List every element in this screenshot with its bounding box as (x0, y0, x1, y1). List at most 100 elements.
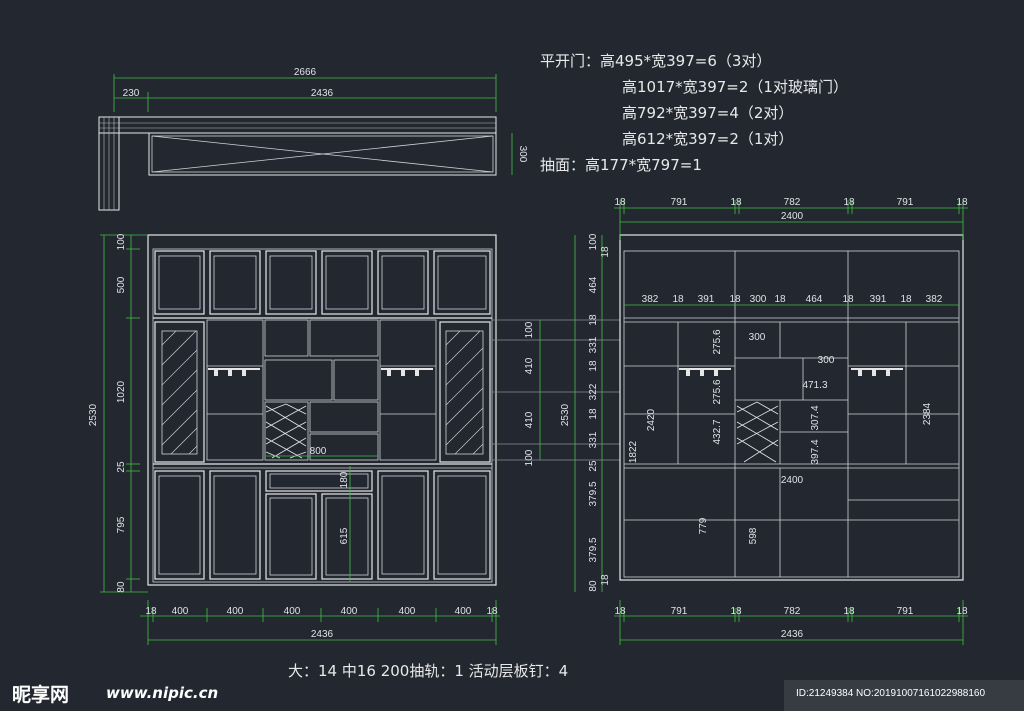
front-h-dim-5: 400 (399, 606, 416, 617)
drawer-dim: 180 (339, 471, 350, 488)
sec-label-5: 432.7 (712, 419, 723, 444)
front-v-dim-1: 500 (116, 276, 127, 293)
front-v-dim-4: 795 (116, 516, 127, 533)
row-width-2: 391 (698, 294, 715, 305)
row-width-9: 18 (900, 294, 912, 305)
width-800-dim: 800 (310, 446, 327, 457)
bottom-doors (154, 470, 491, 580)
sec-bottom-dim-4: 18 (843, 606, 855, 617)
sec-label-11: 2384 (922, 402, 933, 425)
inner-dim-1: 410 (524, 357, 535, 374)
sec-top-dim-0: 18 (614, 197, 626, 208)
front-v-dim-2: 1020 (116, 380, 127, 403)
row-width-4: 300 (750, 294, 767, 305)
wine-rack (265, 403, 307, 459)
front-v-dim-5: 80 (116, 581, 127, 593)
sec-v-dim-0: 100 (588, 233, 599, 250)
row-width-0: 382 (642, 294, 659, 305)
sec-bottom-total-dim: 2436 (781, 629, 804, 640)
inner-dim-2: 410 (524, 411, 535, 428)
sec-v-dim-9: 25 (588, 460, 599, 472)
top-left-dim: 230 (123, 88, 140, 99)
sec-bottom-dim-3: 782 (784, 606, 801, 617)
door-low-dim: 615 (339, 527, 350, 544)
front-h-dim-6: 400 (455, 606, 472, 617)
note-line-5: 抽面：高177*宽797=1 (540, 156, 702, 174)
row-width-7: 18 (842, 294, 854, 305)
sec-top-dim-5: 791 (897, 197, 914, 208)
sec-label-4: 275.6 (712, 379, 723, 404)
front-v-dim-0: 100 (116, 233, 127, 250)
sec-v-dim-5: 18 (588, 360, 599, 372)
front-h-dim-2: 400 (227, 606, 244, 617)
inner-dim-3: 100 (524, 449, 535, 466)
sec-label-1: 300 (818, 355, 835, 366)
inner-dim-0: 100 (524, 321, 535, 338)
sec-bottom-dim-6: 18 (956, 606, 968, 617)
front-elevation: 800 180 615 2530 100 500 1020 25 795 80 … (88, 233, 620, 645)
sec-bottom-dim-1: 791 (671, 606, 688, 617)
top-depth-dim: 300 (517, 146, 528, 163)
sec-v-dim-11: 379.5 (588, 537, 599, 562)
row-width-10: 382 (926, 294, 943, 305)
note-line-4: 高612*宽397=2（1对） (622, 130, 794, 148)
sec-v-dim-10: 379.5 (588, 481, 599, 506)
front-h-dim-0: 18 (145, 606, 157, 617)
section-wine-rack (736, 401, 779, 463)
watermark-logo: 昵享网 (12, 684, 70, 706)
sec-height-total-dim: 2530 (560, 403, 571, 426)
sec-v-dim-4: 331 (588, 336, 599, 353)
sec-top-dim-1: 791 (671, 197, 688, 208)
front-h-dim-4: 400 (341, 606, 358, 617)
sec-label-13: 598 (748, 527, 759, 544)
top-doors (154, 250, 491, 315)
front-width-total-dim: 2436 (311, 629, 334, 640)
sec-label-0: 300 (749, 332, 766, 343)
sec-v-dim-3: 18 (588, 314, 599, 326)
sec-v-dim-13: 18 (600, 574, 611, 586)
top-main-dim: 2436 (311, 88, 334, 99)
section-elevation: 18 791 18 782 18 791 18 2400 382 18 391 … (560, 197, 968, 645)
sec-top-dim-3: 782 (784, 197, 801, 208)
row-width-3: 18 (729, 294, 741, 305)
sec-label-8: 2400 (781, 475, 804, 486)
row-width-1: 18 (672, 294, 684, 305)
sec-v-dim-6: 322 (588, 383, 599, 400)
sec-v-dim-12: 80 (588, 580, 599, 592)
sec-v-dim-1: 18 (600, 246, 611, 258)
sec-top-total-dim: 2400 (781, 211, 804, 222)
sec-v-dim-2: 464 (588, 276, 599, 293)
row-width-6: 464 (806, 294, 823, 305)
sec-top-dim-6: 18 (956, 197, 968, 208)
sec-bottom-dim-0: 18 (614, 606, 626, 617)
spec-notes: 平开门：高495*宽397=6（3对） 高1017*宽397=2（1对玻璃门） … (540, 48, 848, 178)
sec-top-dim-4: 18 (843, 197, 855, 208)
watermark-url: www.nipic.cn (106, 684, 219, 702)
image-id: ID:21249384 NO:20191007161022988160 (796, 688, 986, 699)
sec-label-7: 397.4 (810, 439, 821, 464)
front-h-dim-7: 18 (486, 606, 498, 617)
top-view: 2666 230 2436 300 (98, 67, 528, 211)
sec-label-12: 779 (698, 517, 709, 534)
front-height-total-dim: 2530 (88, 403, 99, 426)
hardware-note: 大：14 中16 200抽轨：1 活动层板钉：4 (288, 662, 569, 680)
sec-bottom-dim-2: 18 (730, 606, 742, 617)
sec-label-9: 1822 (628, 440, 639, 463)
front-h-dim-3: 400 (284, 606, 301, 617)
sec-label-3: 275.6 (712, 329, 723, 354)
note-line-2: 高1017*宽397=2（1对玻璃门） (622, 78, 848, 96)
sec-top-dim-2: 18 (730, 197, 742, 208)
sec-label-10: 2420 (646, 408, 657, 431)
sec-v-dim-8: 331 (588, 431, 599, 448)
note-line-1: 平开门：高495*宽397=6（3对） (540, 52, 772, 70)
row-width-5: 18 (774, 294, 786, 305)
row-width-8: 391 (870, 294, 887, 305)
id-bar (784, 680, 1024, 711)
front-v-dim-3: 25 (116, 461, 127, 473)
sec-label-6: 307.4 (810, 405, 821, 430)
note-line-3: 高792*宽397=4（2对） (622, 104, 794, 122)
top-total-dim: 2666 (294, 67, 317, 78)
sec-v-dim-7: 18 (588, 408, 599, 420)
front-h-dim-1: 400 (172, 606, 189, 617)
